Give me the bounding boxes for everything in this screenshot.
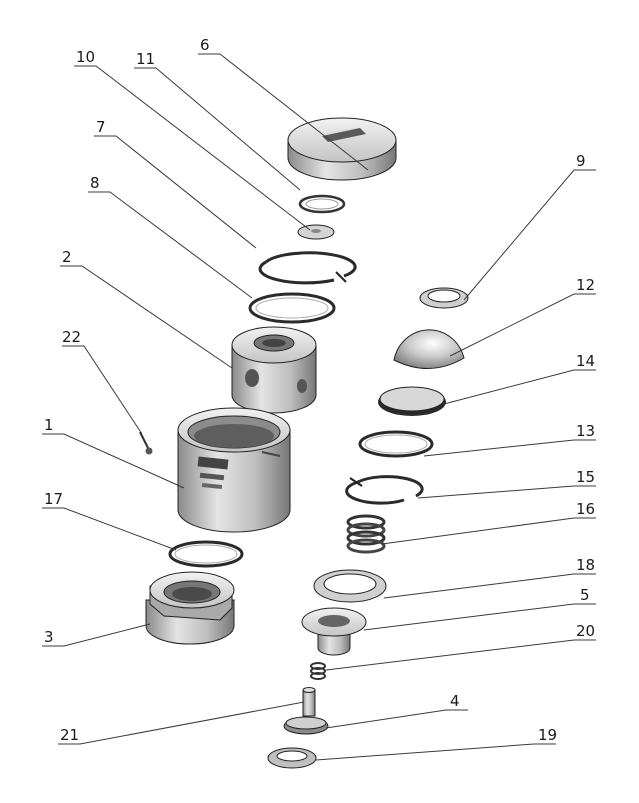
callout-6: 6 <box>200 36 210 54</box>
leader-18 <box>383 573 596 599</box>
leader-17 <box>42 507 177 551</box>
callout-13: 13 <box>576 422 595 440</box>
callout-8: 8 <box>90 174 100 192</box>
part-4-flange <box>283 716 329 735</box>
leader-lines <box>42 53 596 761</box>
part-5-bushing <box>301 607 367 656</box>
leader-21 <box>58 701 305 745</box>
leader-11 <box>134 67 301 191</box>
callout-2: 2 <box>62 248 72 266</box>
leader-4 <box>325 709 468 729</box>
callout-22: 22 <box>62 328 81 346</box>
callout-9: 9 <box>576 152 586 170</box>
leader-5 <box>363 603 596 631</box>
part-10-disc <box>297 224 335 240</box>
part-8-o-ring <box>248 292 336 324</box>
callout-12: 12 <box>576 276 595 294</box>
part-2-housing <box>231 326 317 414</box>
leader-20 <box>325 639 596 671</box>
leader-9 <box>463 169 596 301</box>
leader-8 <box>88 191 253 299</box>
part-16-spring <box>346 514 386 554</box>
part-12-dome <box>393 329 465 369</box>
callout-10: 10 <box>76 48 95 66</box>
part-11-clip <box>298 194 346 214</box>
callout-19: 19 <box>538 726 557 744</box>
callout-numbers: 6 10 11 7 8 9 2 12 22 14 1 13 15 17 16 1… <box>44 36 595 744</box>
part-13-ring <box>358 430 434 458</box>
leader-3 <box>42 623 151 647</box>
leader-1 <box>42 433 185 489</box>
part-18-washer <box>313 569 387 603</box>
part-21-stem <box>302 687 316 717</box>
callout-7: 7 <box>96 118 106 136</box>
leader-19 <box>315 743 556 761</box>
leader-6 <box>198 53 369 171</box>
part-7-retaining-ring <box>258 251 357 285</box>
part-22-screw <box>139 431 153 455</box>
leader-7 <box>94 135 257 249</box>
part-15-retaining-ring <box>345 475 424 505</box>
part-20-spring <box>310 662 326 680</box>
callout-1: 1 <box>44 416 54 434</box>
part-9-ring <box>419 287 469 309</box>
leader-14 <box>443 369 596 405</box>
callout-17: 17 <box>44 490 63 508</box>
leader-13 <box>423 439 596 457</box>
leader-15 <box>417 485 596 499</box>
callout-15: 15 <box>576 468 595 486</box>
part-1-body <box>177 407 291 533</box>
leader-10 <box>74 65 311 231</box>
callout-3: 3 <box>44 628 54 646</box>
part-3-nut <box>145 571 235 645</box>
leader-22 <box>62 345 143 435</box>
callout-20: 20 <box>576 622 595 640</box>
callout-21: 21 <box>60 726 79 744</box>
leader-16 <box>381 517 596 545</box>
callout-14: 14 <box>576 352 595 370</box>
callout-18: 18 <box>576 556 595 574</box>
callout-4: 4 <box>450 692 460 710</box>
leader-2 <box>60 265 233 369</box>
part-17-ring <box>168 540 244 568</box>
part-19-washer <box>267 747 317 769</box>
callout-16: 16 <box>576 500 595 518</box>
callout-11: 11 <box>136 50 155 68</box>
callout-5: 5 <box>580 586 590 604</box>
part-14-disc <box>378 386 446 416</box>
leader-12 <box>449 293 596 357</box>
